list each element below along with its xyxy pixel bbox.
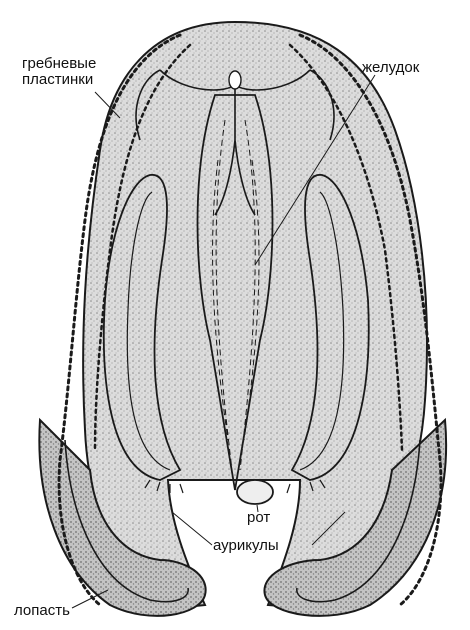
label-comb-plates: гребневые пластинки (22, 56, 96, 88)
aboral-organ (229, 71, 241, 89)
label-stomach: желудок (362, 60, 419, 76)
label-auricles: аурикулы (213, 538, 279, 554)
label-lobe: лопасть (14, 603, 70, 619)
label-comb-plates-line1: гребневые (22, 56, 96, 72)
label-comb-plates-line2: пластинки (22, 72, 96, 88)
mouth-opening (237, 480, 273, 504)
label-mouth: рот (247, 510, 270, 526)
